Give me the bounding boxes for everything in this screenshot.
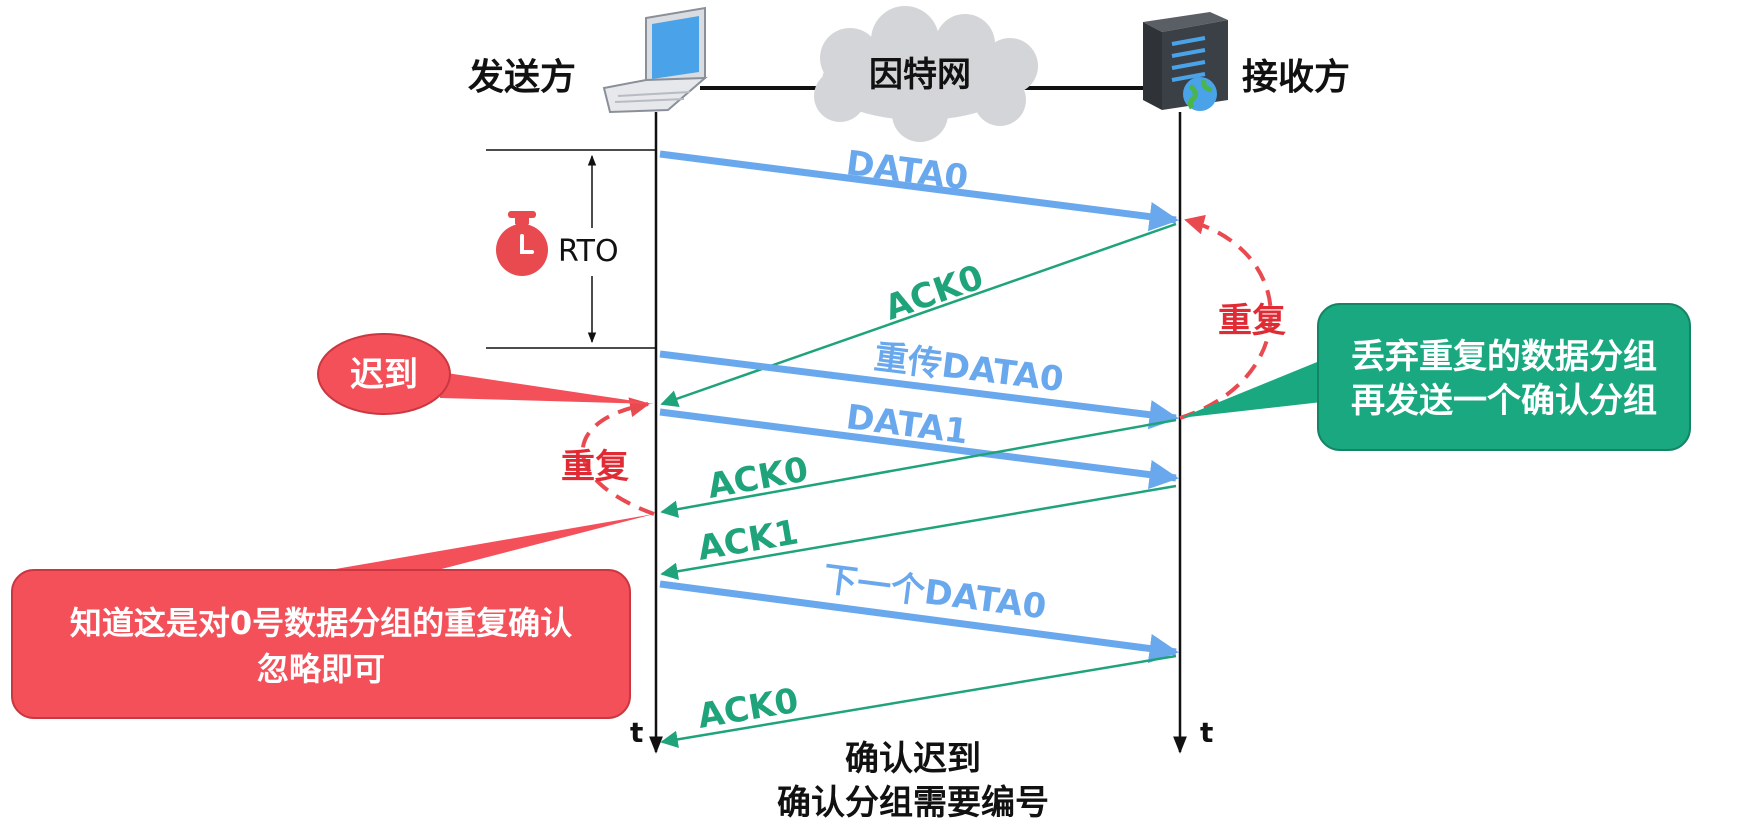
stopwatch-icon [496, 211, 548, 276]
ack0-third-label: ACK0 [695, 681, 801, 737]
receiver-label: 接收方 [1242, 57, 1350, 98]
internet-cloud: 因特网 [814, 6, 1038, 142]
ack1-label: ACK1 [695, 512, 802, 568]
data0-arrow [659, 150, 1179, 232]
receiver-action-callout: 丢弃重复的数据分组 再发送一个确认分组 [1180, 303, 1691, 451]
receiver-time-label: t [1200, 716, 1213, 749]
data1-label: DATA1 [844, 397, 971, 452]
sender-action-line-2: 忽略即可 [257, 650, 385, 688]
receiver-action-line-2: 再发送一个确认分组 [1351, 381, 1657, 421]
ack0-first-label: ACK0 [880, 257, 989, 328]
laptop-icon [602, 6, 708, 114]
retransmit-data0-arrow [659, 350, 1179, 430]
duplicate-sender-arc [580, 397, 655, 516]
ack0-second-label: ACK0 [705, 450, 812, 507]
receiver-action-line-1: 丢弃重复的数据分组 [1351, 337, 1657, 377]
sender-time-label: t [630, 716, 643, 749]
ack0-second-arrow [660, 418, 1177, 518]
sender-label: 发送方 [468, 57, 576, 98]
rto-label: RTO [558, 234, 619, 269]
data0-label: DATA0 [844, 143, 971, 198]
next-data0-arrow [659, 580, 1179, 664]
data1-arrow [659, 408, 1179, 490]
duplicate-receiver-arc [1179, 214, 1273, 420]
late-callout: 迟到 [317, 333, 654, 415]
ack1-arrow [660, 484, 1177, 580]
duplicate-receiver-label: 重复 [1218, 301, 1286, 341]
sender-action-line-1: 知道这是对0号数据分组的重复确认 [70, 604, 572, 642]
sender-action-callout: 知道这是对0号数据分组的重复确认 忽略即可 [11, 514, 654, 719]
network-label: 因特网 [869, 55, 971, 95]
server-icon [1143, 12, 1228, 111]
late-label: 迟到 [350, 355, 418, 395]
conclusion-line-1: 确认迟到 [845, 739, 981, 779]
conclusion-line-2: 确认分组需要编号 [777, 783, 1049, 823]
ack0-third-arrow [660, 654, 1177, 749]
duplicate-sender-label: 重复 [561, 447, 629, 487]
ack0-first-arrow [660, 222, 1177, 408]
